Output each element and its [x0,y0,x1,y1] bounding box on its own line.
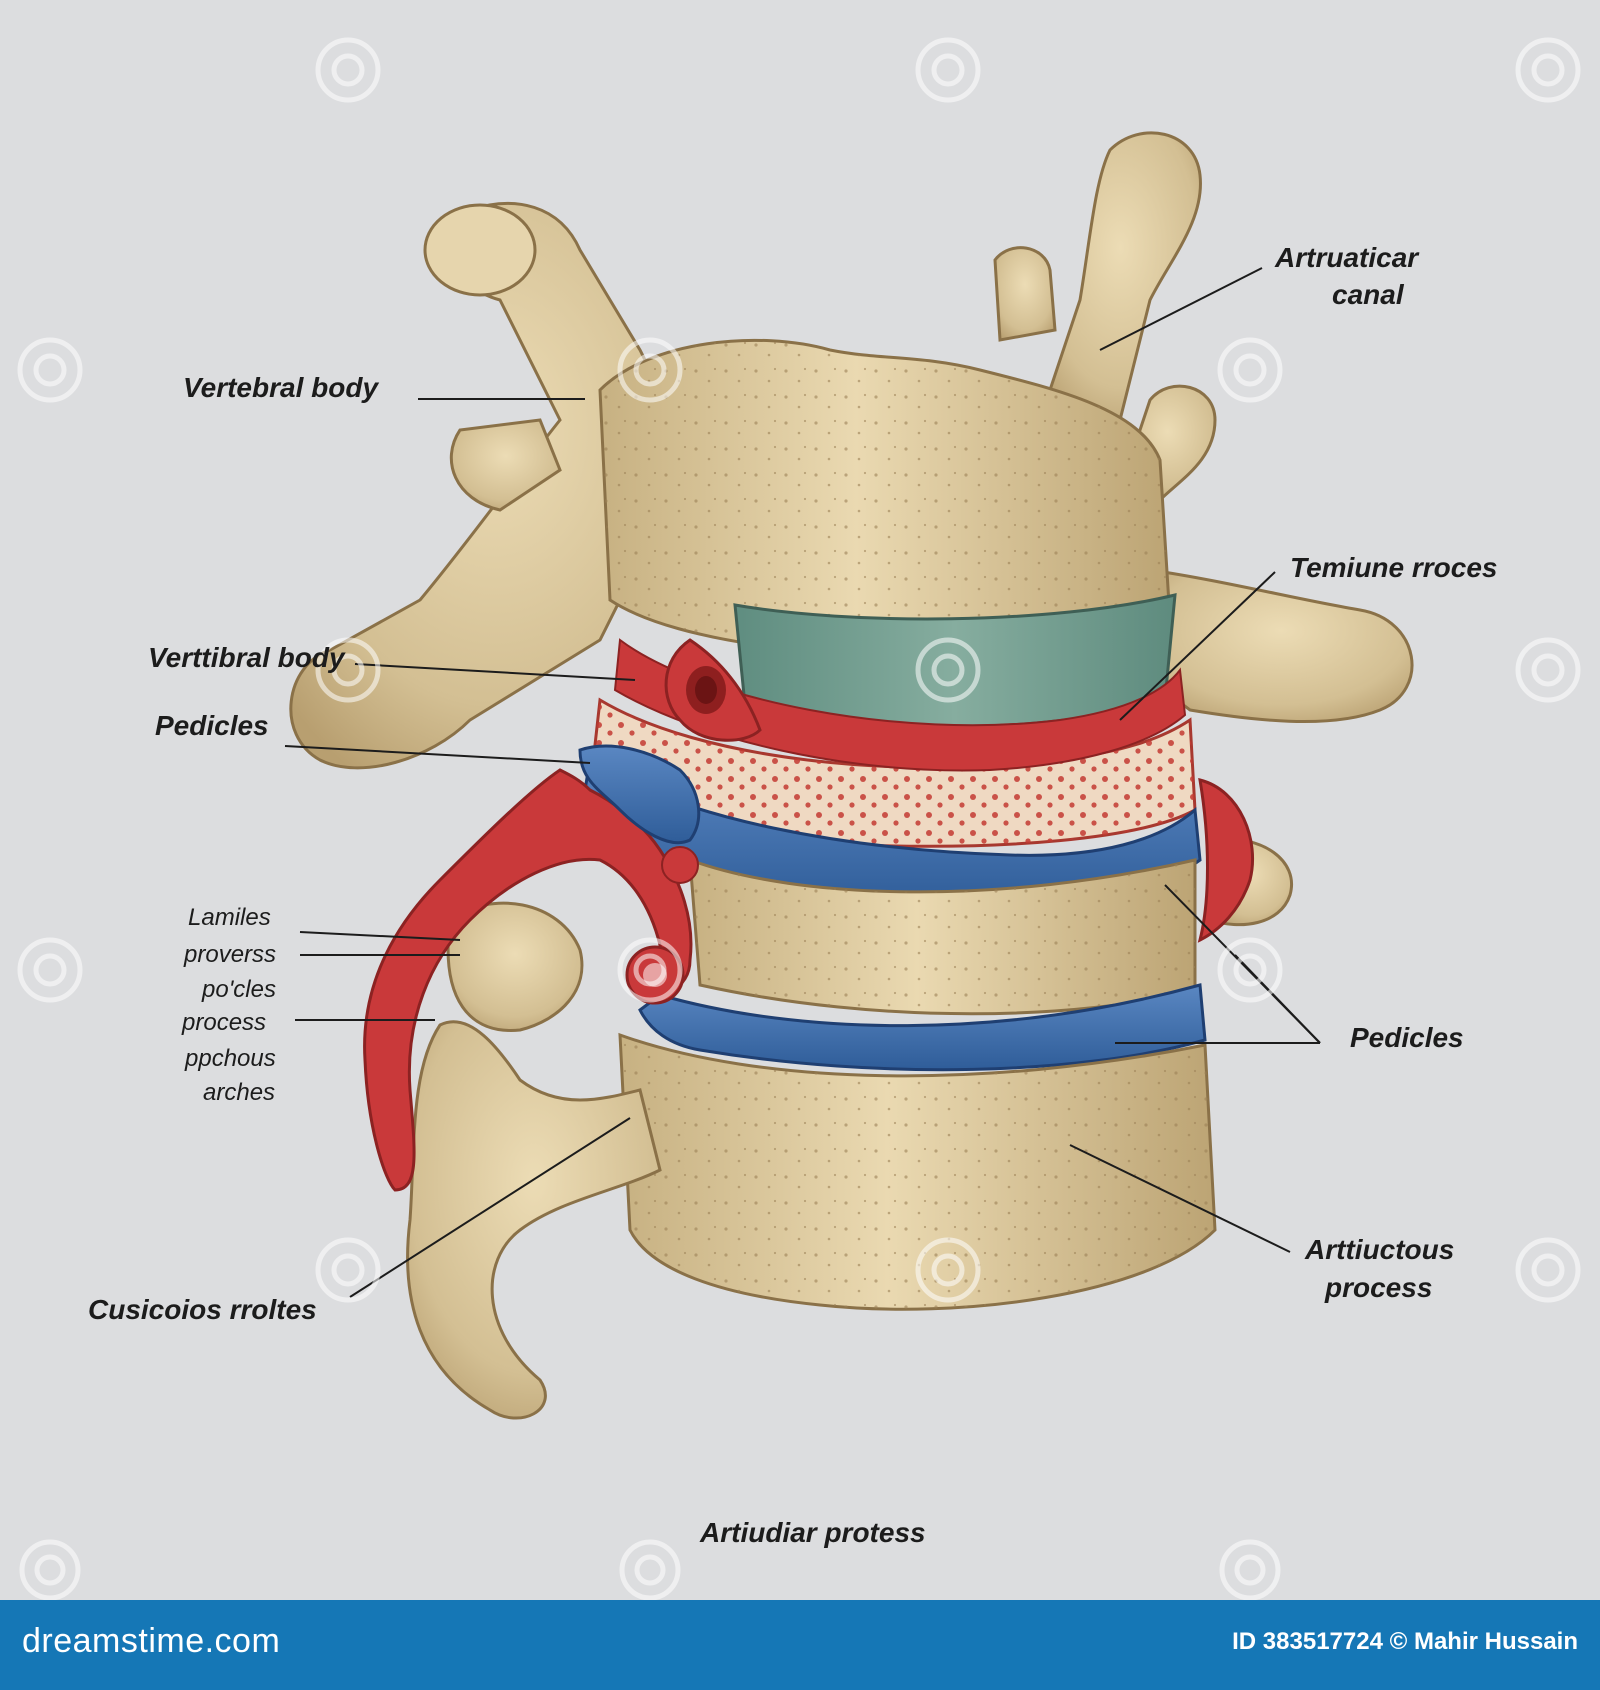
label-arches: arches [203,1079,276,1106]
label-arttiuctous: Arttiuctous [1305,1234,1455,1265]
upper-vertebral-body [598,338,1172,656]
label-vertebral-body: Vertebral body [183,372,379,403]
label-artiudiar-protess: Artiudiar protess [700,1517,926,1548]
label-temiune-rroces: Temiune rroces [1290,552,1498,583]
footer-credit: ID 383517724 © Mahir Hussain [1232,1628,1578,1655]
label-pocles: po'cles [202,976,276,1003]
vein-band-lower [638,983,1207,1072]
upper-left-process [289,202,702,770]
lower-articular-process [406,901,662,1420]
vein-junction-left [578,744,701,845]
label-pedicles-right: Pedicles [1350,1022,1464,1053]
label-ppchous: ppchous [185,1045,276,1072]
footer-bar: dreamstime.com ID 383517724 © Mahir Huss… [0,1600,1600,1690]
label-artruaticar: Artruaticar [1275,242,1419,273]
label-verttibral-body: Verttibral body [148,642,345,673]
watermark-swirls [17,37,1581,1600]
lower-vertebral-body [618,1032,1217,1311]
label-arttiuctous-process: process [1325,1272,1433,1303]
artery-band-upper [613,638,1187,772]
label-lamiles: Lamiles [188,904,271,931]
middle-vertebral-body [688,857,1197,1016]
footer-brand[interactable]: dreamstime.com [22,1622,281,1660]
artery-cross-section [664,638,762,742]
label-cusicoios-rroltes: Cusicoios rroltes [88,1294,317,1325]
label-proverss: proverss [184,941,277,968]
label-canal: canal [1332,279,1404,310]
right-artery-arc [1197,777,1255,943]
vertebra-illustration [17,37,1581,1600]
leader-lines [284,267,1321,1298]
label-pedicles-left: Pedicles [155,710,269,741]
label-process: process [182,1009,267,1036]
